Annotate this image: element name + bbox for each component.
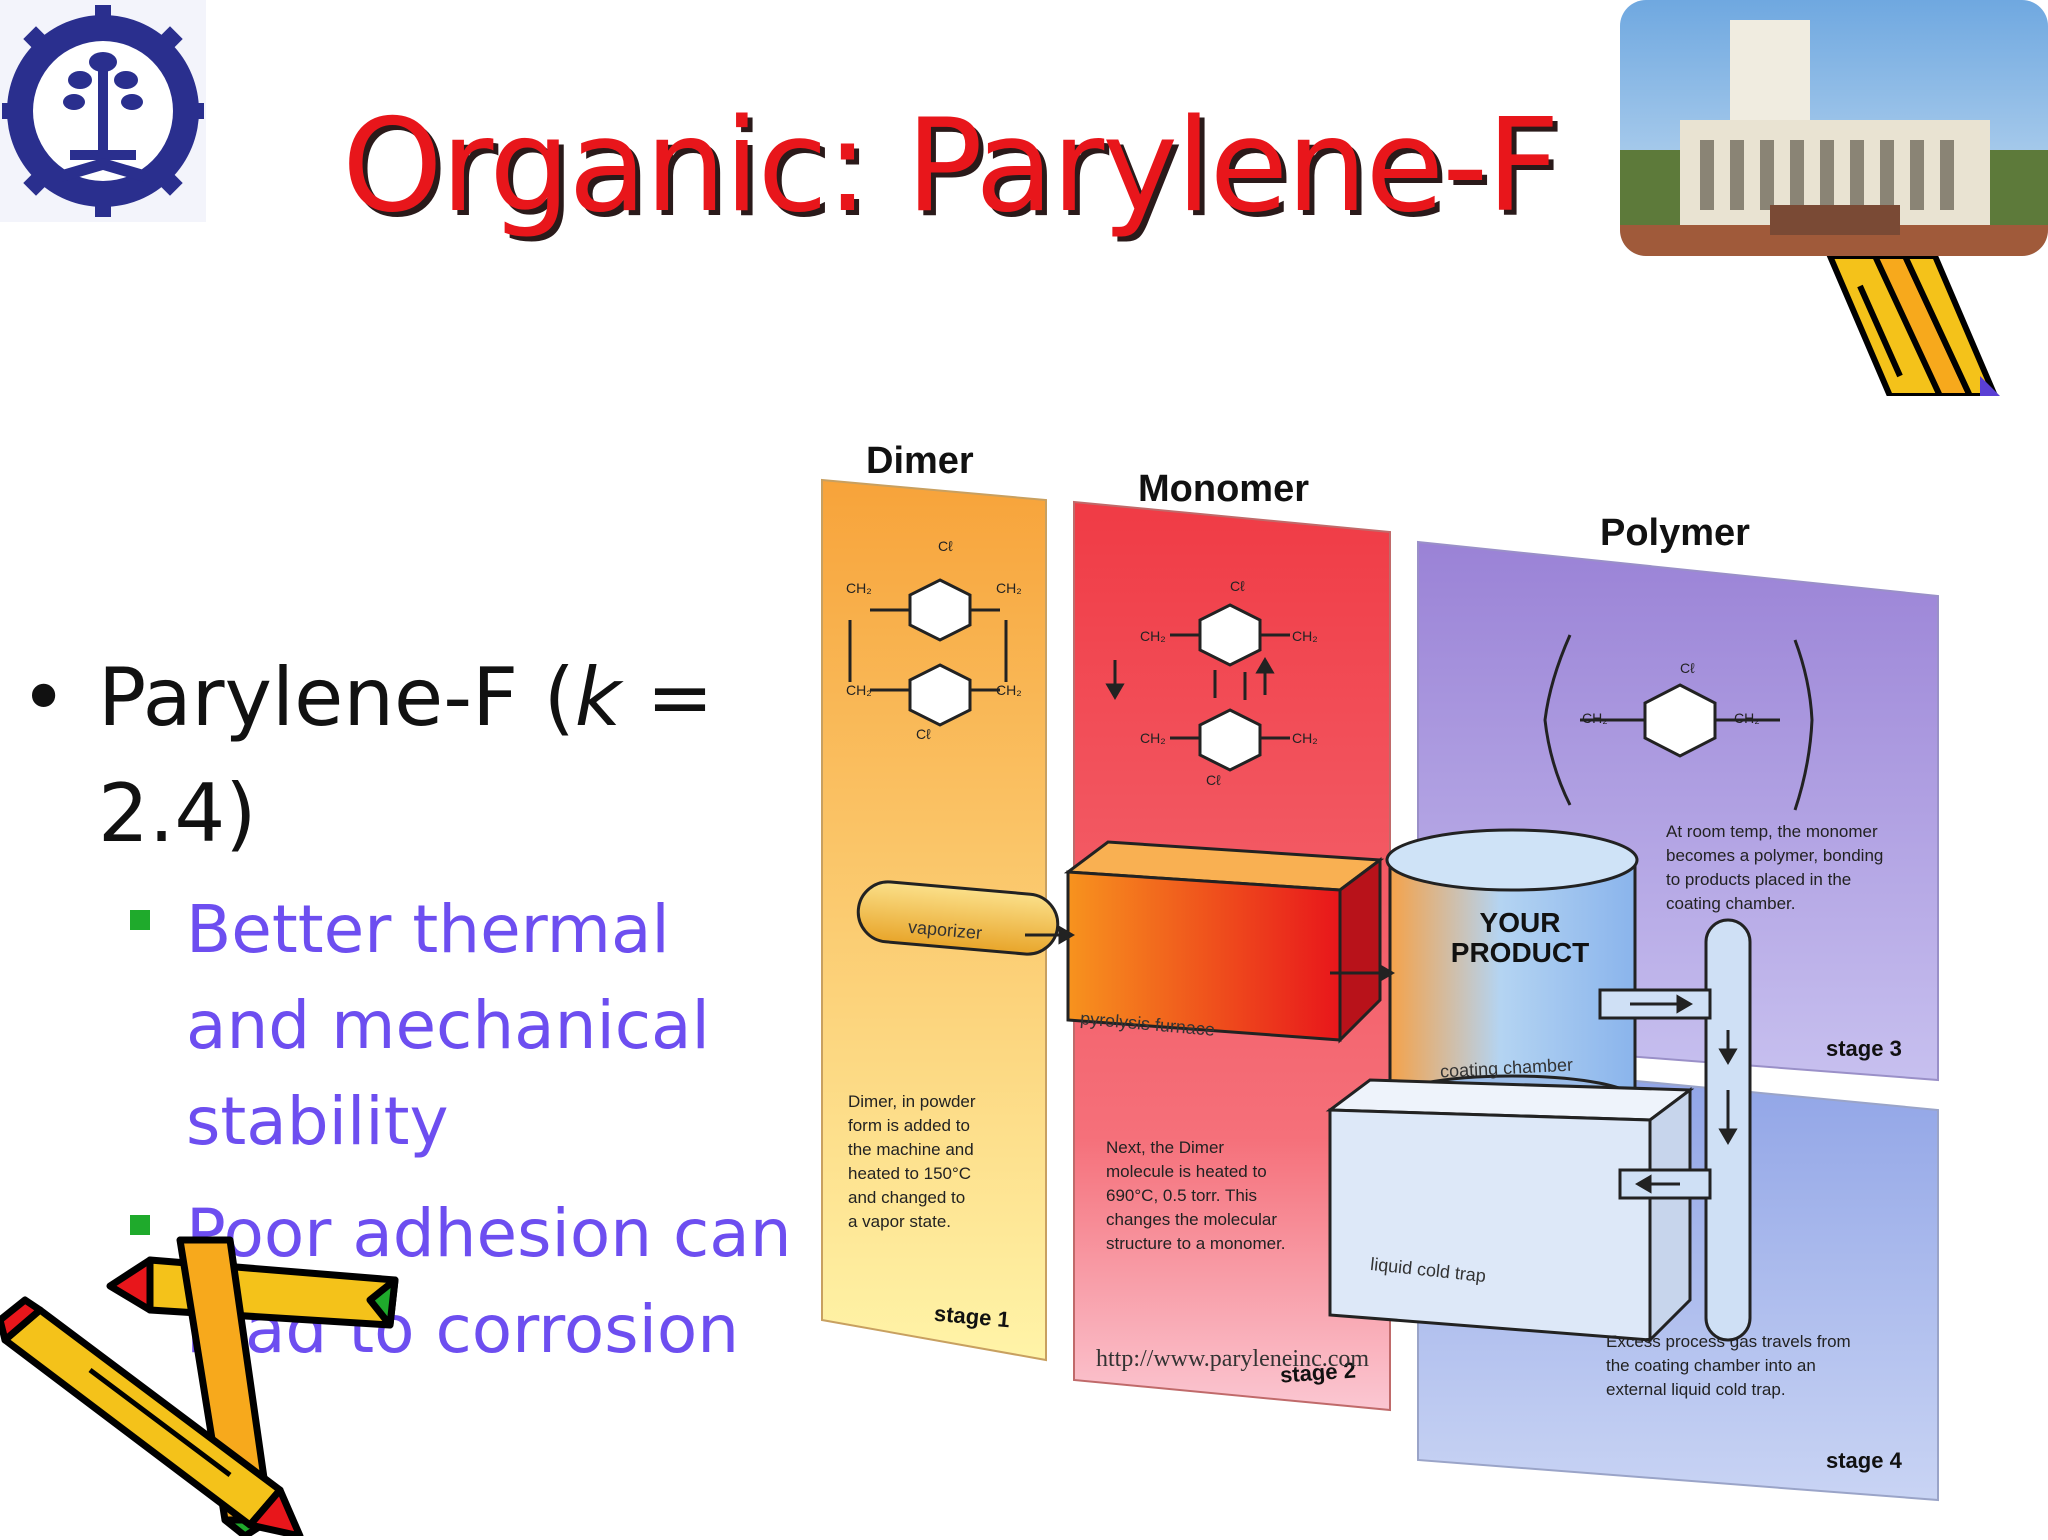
label-your-product: YOUR PRODUCT [1420, 908, 1620, 968]
desc-line: the coating chamber into an [1606, 1356, 1816, 1375]
chem-label-ch2: CH₂ [1140, 628, 1166, 644]
desc-line: external liquid cold trap. [1606, 1380, 1786, 1399]
bullet-text-line2: 2.4) [98, 767, 257, 860]
label-product: PRODUCT [1450, 937, 1590, 968]
desc-line: structure to a monomer. [1106, 1234, 1286, 1253]
desc-line: At room temp, the monomer [1666, 822, 1878, 841]
desc-line: Excess process gas travels from [1606, 1332, 1851, 1351]
sub-bullet-line: stability [186, 1083, 449, 1160]
stage-label-3: stage 3 [1826, 1036, 1902, 1061]
bullet-parylene-f: Parylene-F (k = 2.4) [98, 640, 714, 872]
bullet-text-post: = [621, 651, 714, 744]
description-stage2: Next, the Dimer molecule is heated to 69… [1106, 1136, 1286, 1256]
chem-label-cl: Cℓ [1206, 772, 1221, 788]
chem-label-ch2: CH₂ [846, 682, 872, 698]
header-polymer: Polymer [1600, 512, 1750, 554]
sub-bullet-line: Poor adhesion can [186, 1195, 792, 1272]
chem-label-ch2: CH₂ [996, 682, 1022, 698]
pencil-clipart-icon [1825, 253, 2000, 399]
bullet-text-k: k [574, 651, 622, 744]
description-stage4: Excess process gas travels from the coat… [1606, 1330, 1851, 1402]
sub-bullet-line: and mechanical [186, 987, 710, 1064]
slide-title: Organic: Parylene-F [342, 92, 1560, 241]
chem-label-cl: Cℓ [938, 538, 953, 554]
desc-line: the machine and [848, 1140, 974, 1159]
header-monomer: Monomer [1138, 468, 1309, 510]
chem-label-cl: Cℓ [1230, 578, 1245, 594]
sub-bullet-line: Better thermal [186, 891, 670, 968]
institute-emblem-icon [0, 0, 206, 222]
chem-label-ch2: CH₂ [846, 580, 872, 596]
chem-label-ch2: CH₂ [1292, 730, 1318, 746]
desc-line: becomes a polymer, bonding [1666, 846, 1884, 865]
chem-label-ch2: CH₂ [1582, 710, 1608, 726]
desc-line: molecule is heated to [1106, 1162, 1267, 1181]
chem-label-ch2: CH₂ [996, 580, 1022, 596]
desc-line: form is added to [848, 1116, 970, 1135]
chem-label-cl: Cℓ [916, 726, 931, 742]
chem-label-ch2: CH₂ [1140, 730, 1166, 746]
desc-line: changes the molecular [1106, 1210, 1278, 1229]
desc-line: Dimer, in powder [848, 1092, 976, 1111]
chem-label-cl: Cℓ [1680, 660, 1695, 676]
stage-label-4: stage 4 [1826, 1448, 1902, 1473]
institute-logo [0, 0, 206, 222]
pencil-clipart-top [1820, 253, 2000, 399]
crossed-pencils-clipart-icon [0, 1236, 399, 1540]
pencils-clipart-bottom [0, 1220, 400, 1540]
desc-line: a vapor state. [848, 1212, 952, 1231]
sub-bullet-marker [130, 910, 150, 930]
sub-bullet-thermal: Better thermal and mechanical stability [186, 882, 710, 1170]
desc-line: Next, the Dimer [1106, 1138, 1225, 1157]
label-your: YOUR [1479, 907, 1561, 938]
desc-line: and changed to [848, 1188, 966, 1207]
diagram-graphics [821, 478, 1939, 1502]
campus-building-photo [1620, 0, 2048, 256]
header-dimer: Dimer [866, 440, 974, 482]
parylene-process-diagram: Dimer Monomer Polymer Cℓ CH₂ CH₂ CH₂ CH₂… [810, 420, 1960, 1520]
sub-bullet-marker [130, 1215, 150, 1235]
source-url[interactable]: http://www.paryleneinc.com [1096, 1346, 1370, 1372]
desc-line: coating chamber. [1666, 894, 1796, 913]
chem-label-ch2: CH₂ [1734, 710, 1760, 726]
desc-line: 690°C, 0.5 torr. This [1106, 1186, 1258, 1205]
desc-line: heated to 150°C [848, 1164, 972, 1183]
chem-label-ch2: CH₂ [1292, 628, 1318, 644]
description-stage1: Dimer, in powder form is added to the ma… [848, 1090, 976, 1234]
bullet-marker: • [20, 651, 68, 744]
campus-photo [1620, 0, 2048, 256]
description-stage3: At room temp, the monomer becomes a poly… [1666, 820, 1883, 916]
desc-line: to products placed in the [1666, 870, 1852, 889]
bullet-text-pre: Parylene-F ( [98, 651, 575, 744]
